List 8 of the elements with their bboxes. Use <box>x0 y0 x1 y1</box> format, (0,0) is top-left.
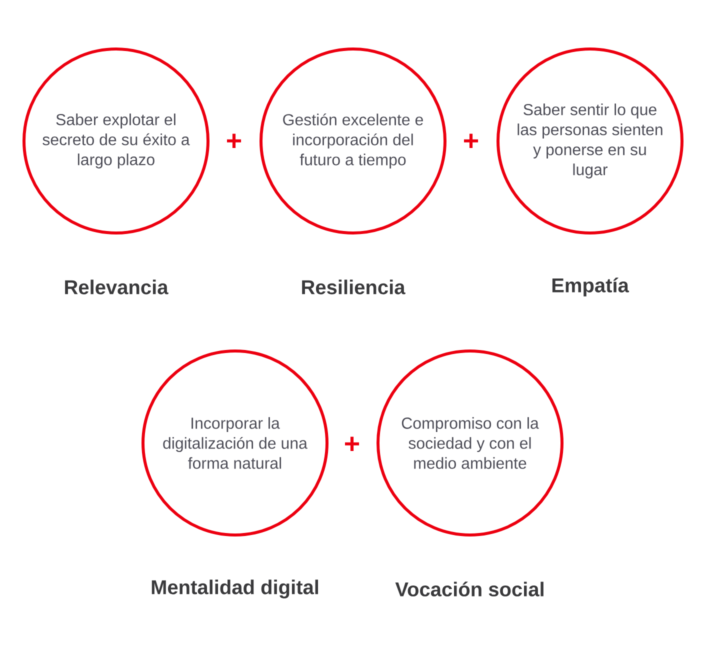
plus-sign: + <box>345 436 360 452</box>
plus-sign: + <box>227 134 242 148</box>
caption-label: Mentalidad digital <box>152 580 318 598</box>
caption-label: Empatía <box>552 278 630 296</box>
caption-label: Relevancia <box>65 280 168 294</box>
caption-label: Vocación social <box>395 582 544 596</box>
plus-sign: + <box>464 134 478 148</box>
caption-label: Resiliencia <box>302 280 406 294</box>
